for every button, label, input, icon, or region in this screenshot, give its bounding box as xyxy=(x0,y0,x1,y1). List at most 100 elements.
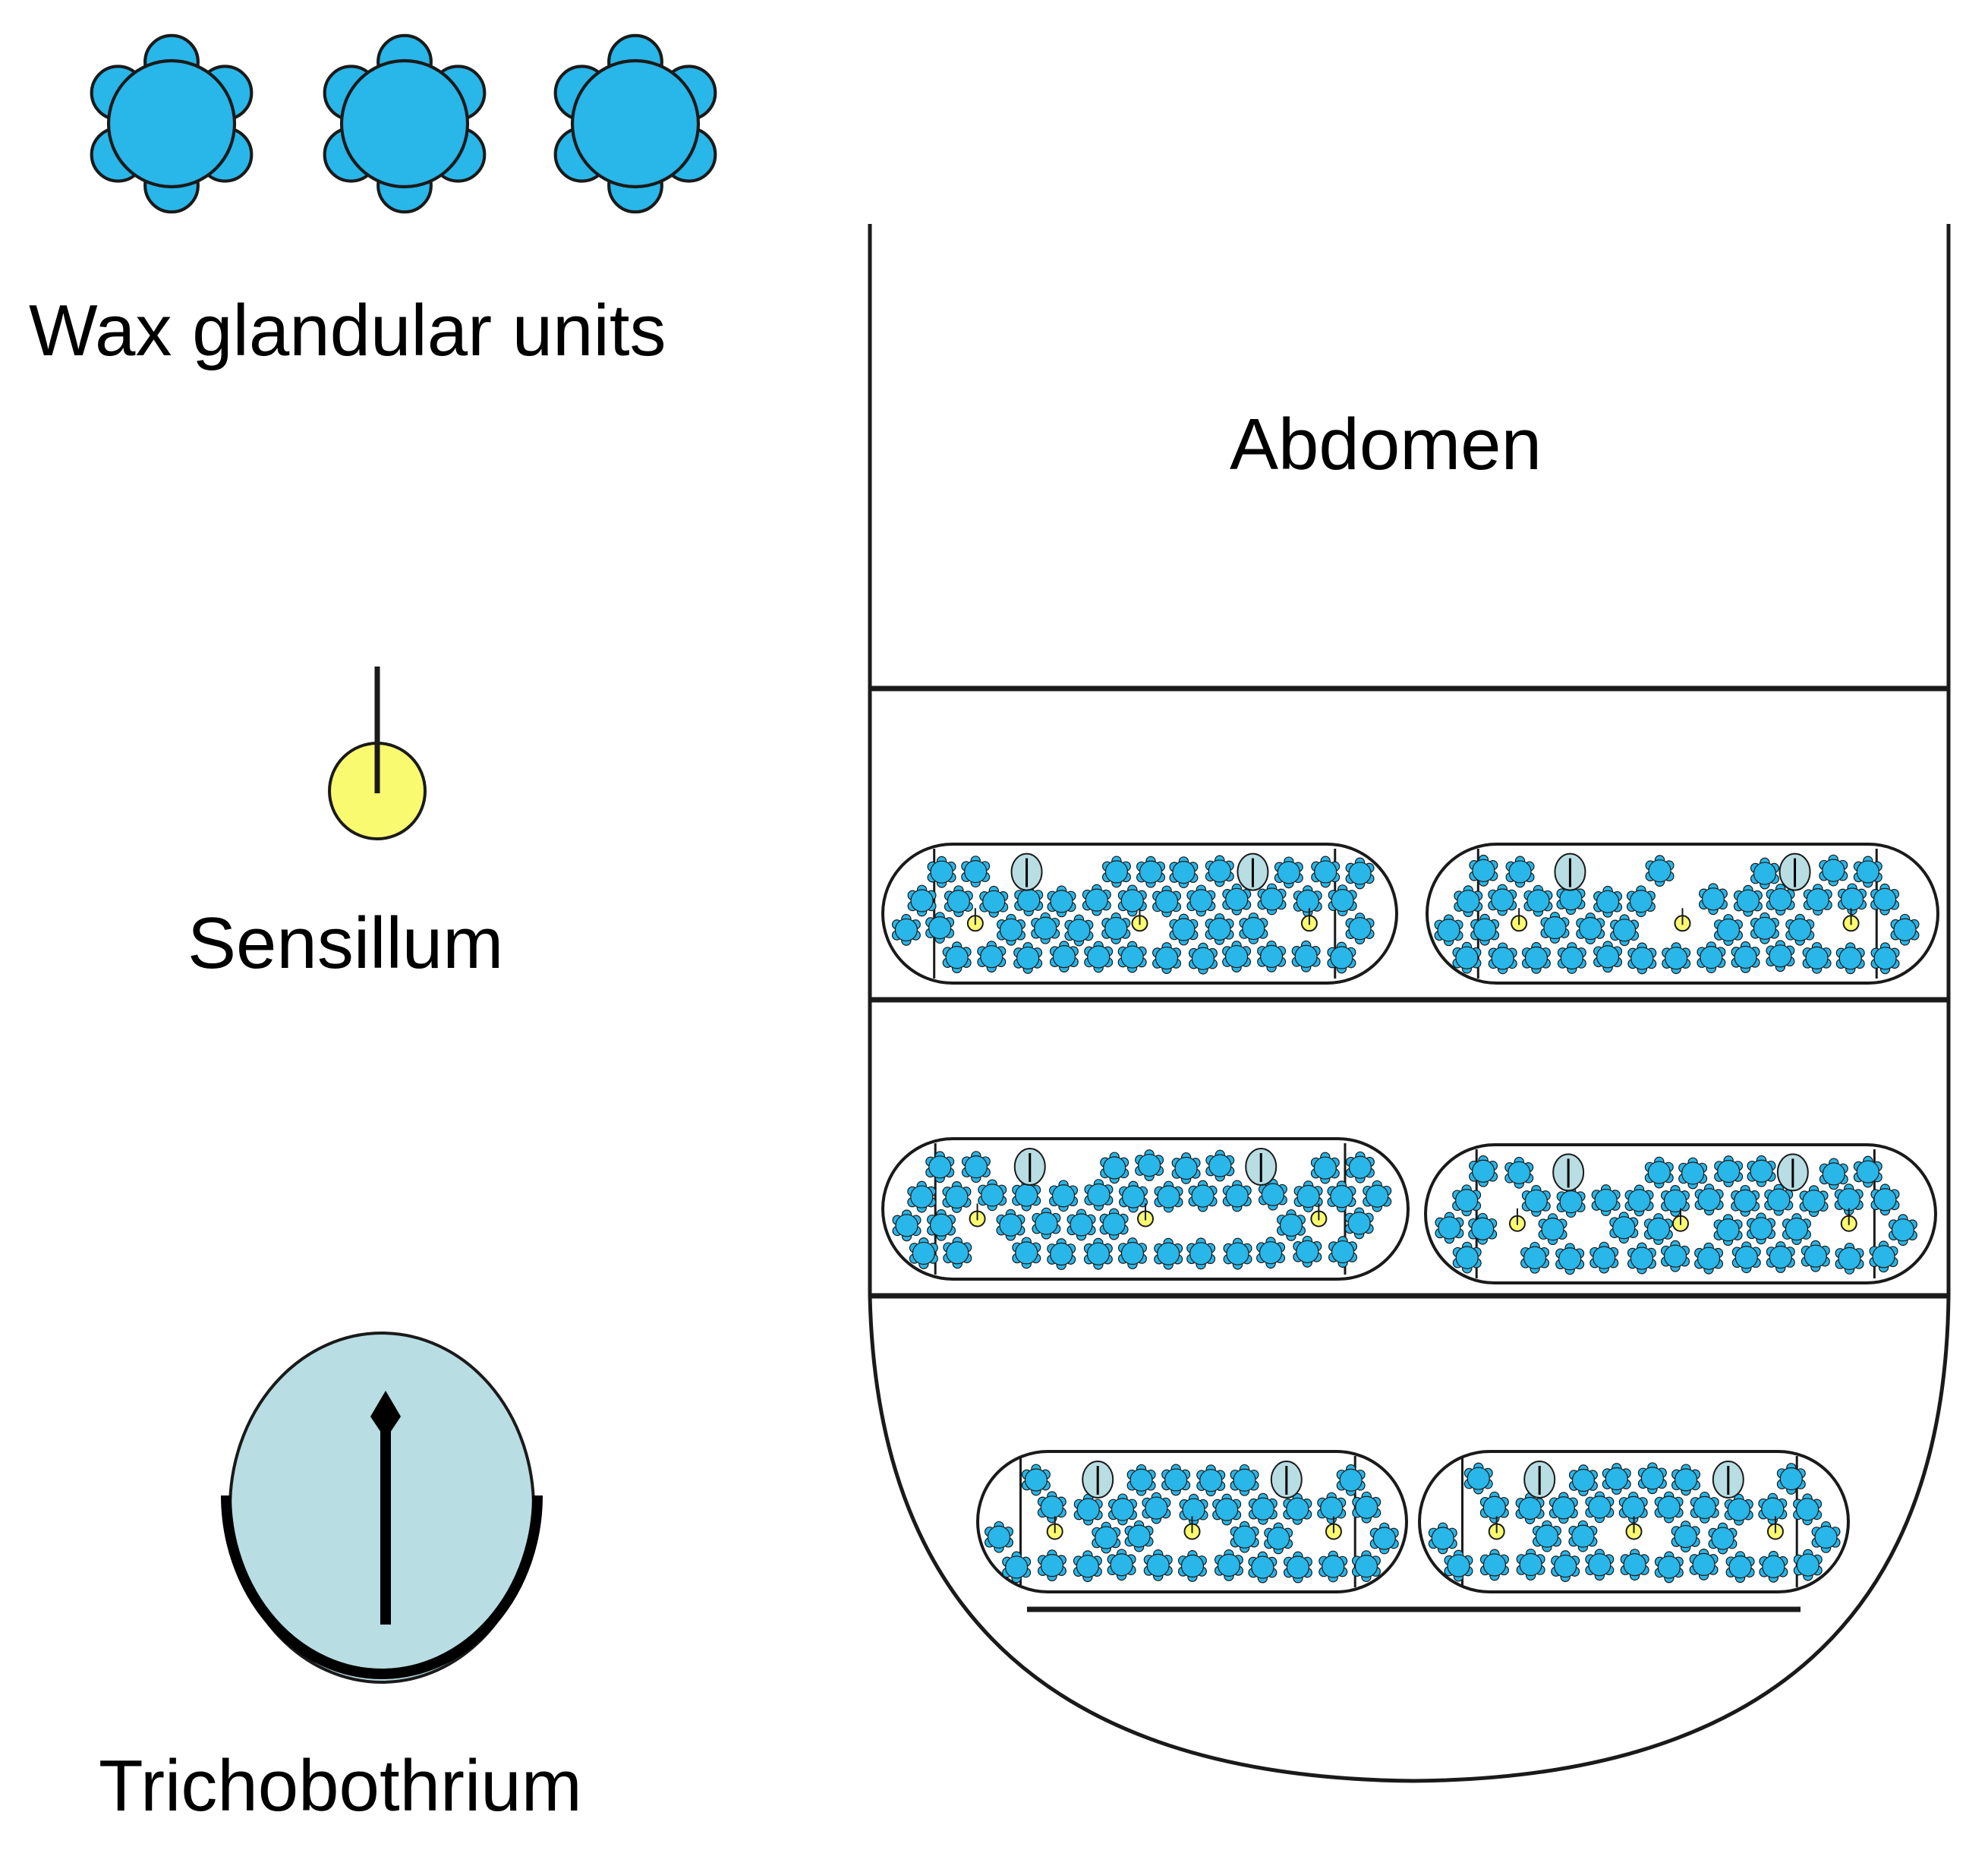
trichobothrium xyxy=(1245,1148,1278,1186)
wax-glandular-unit xyxy=(1801,1240,1830,1272)
wax-unit-samples xyxy=(90,33,717,214)
wax-glandular-unit xyxy=(1117,1237,1147,1269)
wax-glandular-unit xyxy=(1731,941,1760,973)
wax-glandular-unit xyxy=(1336,1464,1366,1496)
wax-glandular-unit xyxy=(1782,1213,1811,1245)
wax-glandular-unit xyxy=(1627,942,1657,975)
wax-glandular-unit xyxy=(1345,857,1375,890)
wax-glandular-unit xyxy=(1328,1236,1358,1268)
wax-glandular-unit xyxy=(996,913,1026,946)
wax-glandular-unit xyxy=(1766,1241,1795,1273)
wax-glandular-unit xyxy=(1064,914,1094,947)
wax-glandular-unit xyxy=(1196,1464,1226,1497)
wax-glandular-unit xyxy=(1214,1549,1243,1581)
wax-glandular-unit xyxy=(1888,1214,1917,1246)
wax-glandular-unit xyxy=(1620,1549,1649,1581)
sensillum xyxy=(1325,1516,1342,1540)
wax-glandular-unit xyxy=(1654,1491,1684,1524)
wax-plate xyxy=(1418,1450,1850,1593)
wax-glandular-unit xyxy=(1793,1549,1823,1581)
wax-glandular-unit xyxy=(1838,883,1867,916)
wax-glandular-unit xyxy=(1119,1180,1148,1213)
trichobothrium xyxy=(1082,1461,1114,1499)
wax-glandular-unit xyxy=(1548,1492,1578,1524)
wax-glandular-unit xyxy=(1073,1493,1103,1526)
wax-glandular-unit xyxy=(1135,1149,1164,1181)
wax-glandular-unit xyxy=(1177,1550,1207,1582)
wax-glandular-unit xyxy=(909,1237,938,1269)
wax-glandular-unit xyxy=(1593,885,1623,918)
sensillum xyxy=(1046,1516,1063,1540)
wax-glandular-unit xyxy=(1293,1180,1323,1212)
sensillum xyxy=(1131,908,1148,932)
wax-glandular-unit xyxy=(1171,1152,1201,1184)
wax-glandular-unit xyxy=(1803,884,1832,916)
wax-glandular-unit xyxy=(1853,856,1882,888)
sensillum xyxy=(1137,1203,1154,1228)
wax-glandular-unit xyxy=(1248,1551,1278,1584)
legend: Wax glandular units Sensillum Trichoboth… xyxy=(29,33,717,1826)
abdomen-label: Abdomen xyxy=(1230,404,1542,485)
wax-glandular-unit xyxy=(1504,1156,1534,1189)
wax-glandular-unit xyxy=(1690,1491,1719,1524)
wax-glandular-unit xyxy=(1644,1156,1674,1189)
wax-glandular-unit xyxy=(927,1209,956,1241)
trichobothrium xyxy=(1712,1461,1744,1499)
wax-glandular-unit xyxy=(1661,1240,1690,1272)
wax-glandular-unit xyxy=(985,1521,1014,1553)
wax-glandular-unit xyxy=(1037,1491,1066,1524)
wax-glandular-unit xyxy=(1002,1551,1032,1584)
wax-glandular-unit xyxy=(1283,1551,1312,1584)
wax-glandular-unit xyxy=(1083,1237,1113,1270)
wax-plates xyxy=(881,843,1939,1593)
wax-glandular-unit xyxy=(1012,1237,1041,1269)
wax-glandular-unit xyxy=(977,941,1007,973)
wax-glandular-unit xyxy=(1021,1464,1051,1496)
wax-glandular-unit xyxy=(1013,942,1043,974)
sensillum xyxy=(1674,908,1691,932)
sensillum xyxy=(1625,1516,1643,1540)
wax-glandular-unit xyxy=(1031,912,1060,944)
wax-glandular-unit xyxy=(1834,1183,1864,1216)
wax-glandular-unit xyxy=(1870,942,1900,975)
trichobothrium-icon xyxy=(221,1332,543,1684)
wax-glandular-unit xyxy=(1317,1492,1347,1524)
wax-glandular-unit xyxy=(1047,885,1076,918)
wax-glandular-unit xyxy=(1627,1242,1656,1275)
wax-glandular-unit xyxy=(961,856,991,888)
wax-glandular-unit xyxy=(944,885,973,918)
wax-plate xyxy=(881,1137,1410,1281)
wax-glandular-unit xyxy=(942,1181,972,1213)
wax-glandular-unit xyxy=(892,1209,922,1242)
wax-glandular-unit xyxy=(1725,1551,1755,1584)
sensillum xyxy=(1511,908,1528,932)
wax-glandular-unit xyxy=(1092,1521,1121,1554)
wax-glandular-unit xyxy=(1444,1549,1473,1582)
trichobothrium xyxy=(1013,1148,1046,1186)
wax-glandular-unit xyxy=(1293,1235,1322,1268)
wax-glandular-unit xyxy=(1169,913,1199,946)
wax-glandular-unit xyxy=(1264,1522,1293,1555)
wax-glandular-unit xyxy=(1107,1493,1137,1526)
wax-glandular-unit xyxy=(1731,1241,1761,1274)
wax-glandular-unit xyxy=(1505,856,1535,888)
wax-glandular-unit xyxy=(1468,1212,1498,1245)
wax-glandular-unit xyxy=(1819,854,1848,887)
wax-plate xyxy=(1426,843,1939,985)
wax-glandular-unit xyxy=(1811,1521,1841,1553)
wax-glandular-unit xyxy=(1276,1209,1306,1241)
wax-glandular-unit xyxy=(1291,940,1321,972)
wax-glandular-unit xyxy=(1328,884,1357,917)
wax-glandular-unit xyxy=(1084,1179,1114,1211)
wax-glandular-unit xyxy=(1223,1237,1252,1270)
sensillum-label: Sensillum xyxy=(187,903,503,984)
sensillum-icon xyxy=(328,667,427,840)
wax-glandular-unit xyxy=(1124,1520,1154,1552)
wax-glandular-unit xyxy=(1758,1492,1788,1525)
wax-glandular-unit xyxy=(1222,883,1252,916)
wax-glandular-unit xyxy=(1766,940,1795,972)
abdomen-outline xyxy=(868,224,1951,1783)
wax-glandular-unit xyxy=(1540,912,1570,944)
wax-glandular-unit xyxy=(1538,1213,1567,1246)
wax-glandular-unit xyxy=(1488,942,1517,975)
